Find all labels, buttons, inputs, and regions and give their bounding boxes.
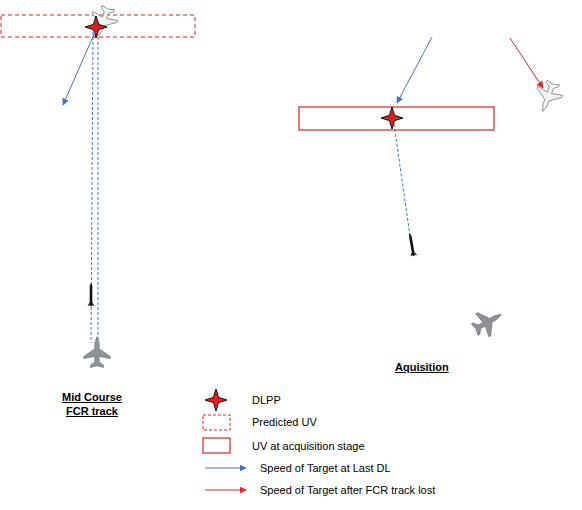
target-speed-arrow [63,32,95,105]
shooter-aircraft [468,303,508,341]
dlpp-star [381,107,403,129]
datalink-line [394,124,410,236]
acquisition-uv-box [299,107,494,130]
legend-solid-box-sample [203,438,230,453]
legend-text: UV at acquisition stage [252,439,365,453]
dlpp-star [85,16,107,38]
legend-star-sample [205,389,227,411]
panel-caption: Aquisition [395,360,485,374]
legend-text: Predicted UV [252,415,317,429]
shooter-aircraft [84,337,110,368]
panel-caption: Mid Course FCR track [58,390,126,418]
target-speed-arrow [397,37,432,103]
legend-dashed-box-sample [203,415,230,430]
target-aircraft [530,78,565,116]
legend-text: Speed of Target at Last DL [260,461,391,475]
missile-symbol [406,233,417,257]
datalink-line [98,32,99,340]
legend-text: DLPP [252,393,281,407]
missile-symbol [88,283,95,306]
legend-blue-arrow-sample [205,468,246,469]
legend-text: Speed of Target after FCR track lost [260,483,435,497]
target-speed-arrow [510,38,543,88]
legend-red-arrow-sample [205,490,246,491]
target-aircraft [85,3,120,41]
